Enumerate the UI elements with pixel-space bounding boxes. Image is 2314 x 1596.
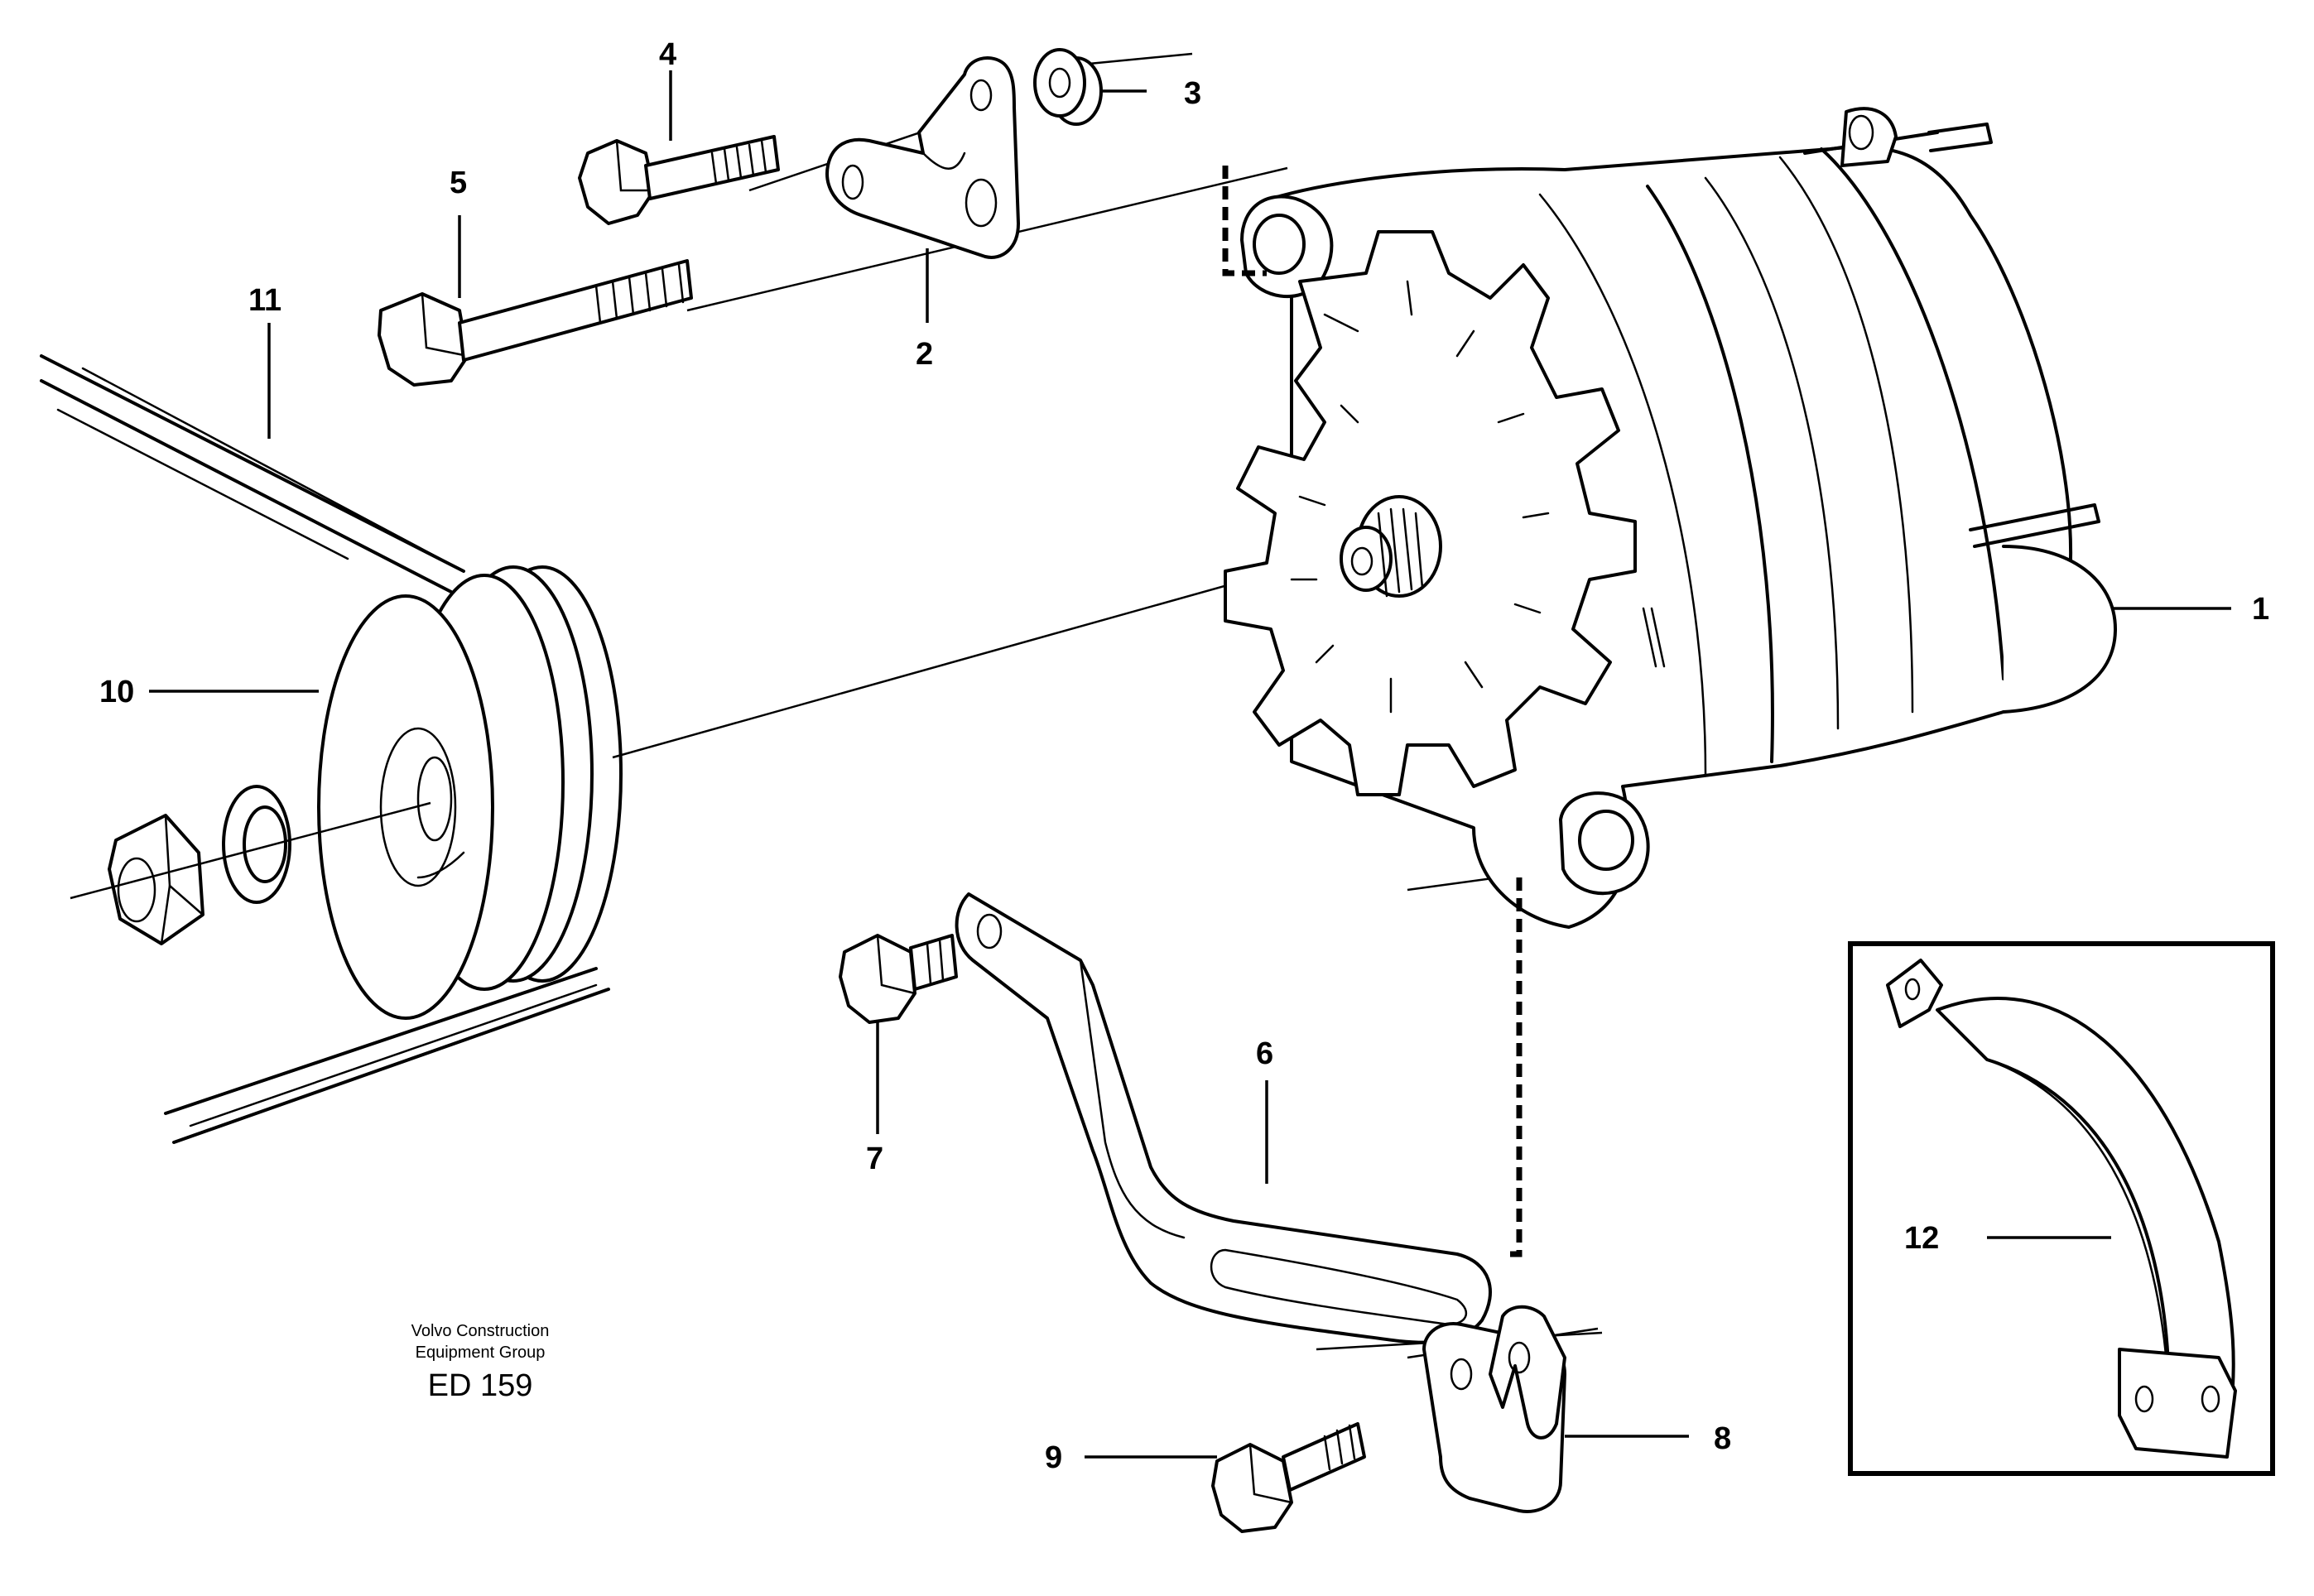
drive-belt <box>40 354 610 1144</box>
callout-9: 9 <box>1045 1440 1062 1475</box>
callout-6: 6 <box>1256 1036 1273 1071</box>
callout-3: 3 <box>1184 76 1201 111</box>
flange-screw <box>578 135 780 225</box>
callouts: 1 2 3 4 5 6 7 8 9 10 11 12 <box>99 37 2269 1475</box>
pulley <box>317 565 623 1020</box>
inset-detail <box>1848 941 2275 1476</box>
callout-7: 7 <box>866 1142 883 1176</box>
callout-4: 4 <box>659 37 676 72</box>
callout-2: 2 <box>916 337 933 372</box>
callout-1: 1 <box>2252 592 2269 627</box>
upper-bracket <box>825 56 1020 259</box>
callout-11: 11 <box>248 283 281 318</box>
link-bracket <box>1422 1305 1566 1513</box>
tension-bracket <box>955 892 1492 1344</box>
callout-12: 12 <box>1904 1221 1939 1256</box>
bracket-screw <box>839 934 958 1024</box>
long-screw <box>378 259 693 387</box>
assembly-dashed-lines <box>1222 166 1523 1257</box>
leader-lines <box>149 70 2231 1459</box>
pulley-nut <box>108 814 204 945</box>
spacer <box>1033 48 1103 126</box>
callout-8: 8 <box>1714 1421 1731 1456</box>
caption-line-1: Volvo Construction <box>411 1322 550 1340</box>
publisher-caption: Volvo Construction Equipment Group ED 15… <box>411 1322 550 1403</box>
callout-5: 5 <box>450 166 467 200</box>
diagram-code: ED 159 <box>428 1368 533 1403</box>
callout-10: 10 <box>99 675 134 709</box>
caption-line-2: Equipment Group <box>416 1344 546 1362</box>
alternator <box>1224 107 2117 929</box>
pulley-washer <box>222 785 291 904</box>
link-screw <box>1211 1422 1366 1533</box>
